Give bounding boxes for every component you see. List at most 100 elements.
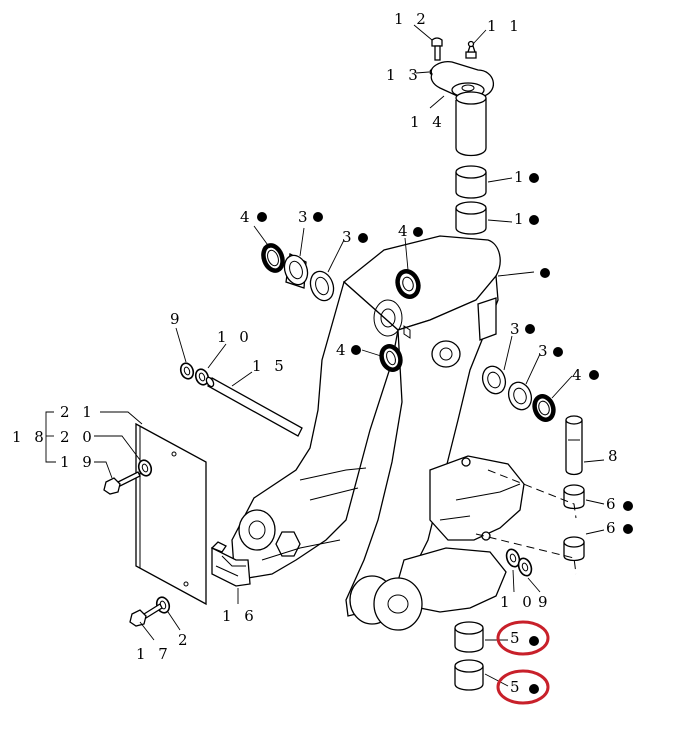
- svg-text:4: 4: [336, 341, 350, 359]
- svg-text:1 9: 1 9: [60, 453, 96, 471]
- callout-6-lower: 6: [606, 519, 633, 537]
- pin-plate-14: [430, 61, 494, 157]
- svg-text:9: 9: [170, 310, 184, 328]
- svg-text:1 6: 1 6: [222, 607, 258, 625]
- seal-4-mid: [379, 344, 403, 372]
- centerline-6-upper: [487, 469, 577, 519]
- marker-dot: [623, 501, 633, 511]
- svg-text:9: 9: [538, 593, 552, 611]
- svg-text:6: 6: [606, 519, 620, 537]
- bushing-5-lower: [454, 659, 484, 691]
- svg-text:2 1: 2 1: [60, 403, 96, 421]
- svg-text:8: 8: [608, 447, 622, 465]
- svg-text:5: 5: [510, 629, 524, 647]
- svg-text:1 5: 1 5: [252, 357, 288, 375]
- highlight-5-upper: [496, 620, 550, 656]
- pin-8: [565, 415, 583, 476]
- svg-text:3: 3: [342, 228, 356, 246]
- clamp-16: [210, 541, 251, 587]
- callout-20: 2 0: [60, 428, 96, 446]
- leader-13: [415, 71, 430, 74]
- hex-nut: [275, 531, 301, 557]
- svg-text:1: 1: [514, 168, 528, 186]
- svg-text:5: 5: [510, 678, 524, 696]
- svg-text:6: 6: [606, 495, 620, 513]
- pin-15: [205, 376, 303, 437]
- svg-text:2 0: 2 0: [60, 428, 96, 446]
- marker-dot: [525, 324, 535, 334]
- callout-1-lower: 1: [514, 210, 539, 228]
- svg-text:1 2: 1 2: [394, 10, 430, 28]
- marker-dot: [529, 684, 539, 694]
- seal-4-left: [261, 243, 285, 273]
- washer-9-right: [517, 557, 533, 577]
- marker-dot: [540, 268, 550, 278]
- bushing-3-right-b: [507, 381, 533, 411]
- svg-text:1 4: 1 4: [410, 113, 446, 131]
- swing-frame: [231, 235, 525, 631]
- callout-3-right-b: 3: [538, 342, 563, 360]
- bolt-17: [129, 603, 163, 627]
- seal-4-top: [395, 269, 421, 299]
- marker-dot: [313, 212, 323, 222]
- svg-text:4: 4: [398, 222, 412, 240]
- callout-9-left: 9: [170, 310, 184, 328]
- cover-plate: [135, 422, 207, 606]
- callout-10-left: 1 0: [217, 328, 253, 346]
- svg-text:3: 3: [538, 342, 552, 360]
- leader-12: [413, 24, 433, 41]
- marker-dot: [358, 233, 368, 243]
- callout-5-lower: 5: [510, 678, 539, 696]
- bracket-18: [45, 411, 56, 463]
- bushing-1-upper: [455, 165, 487, 199]
- marker-dot: [351, 345, 361, 355]
- washer-9-left: [179, 362, 195, 380]
- callout-18: 1 8: [12, 428, 44, 446]
- highlight-5-lower: [496, 669, 550, 705]
- callout-9-right: 9: [538, 593, 552, 611]
- marker-dot: [257, 212, 267, 222]
- callout-14: 1 4: [410, 113, 446, 131]
- callout-4-top: 4: [398, 222, 423, 240]
- callout-12: 1 2: [394, 10, 430, 28]
- svg-text:1 1: 1 1: [487, 17, 523, 35]
- washer-10-left: [194, 368, 210, 386]
- bushing-5-upper: [454, 621, 484, 653]
- bolt-12: [431, 37, 443, 61]
- callout-2: 2: [178, 631, 192, 649]
- svg-text:2: 2: [178, 631, 192, 649]
- washer-10-right: [505, 548, 521, 568]
- callout-3-left-a: 3: [298, 208, 323, 226]
- svg-text:1 0: 1 0: [217, 328, 253, 346]
- callout-1-upper: 1: [514, 168, 539, 186]
- callout-4-left: 4: [240, 208, 267, 226]
- svg-text:4: 4: [240, 208, 254, 226]
- leader-11: [472, 29, 487, 45]
- marker-dot: [589, 370, 599, 380]
- callout-10-right: 1 0: [500, 593, 532, 611]
- grease-nipple-11: [465, 40, 477, 59]
- marker-dot: [623, 524, 633, 534]
- marker-dot: [529, 215, 539, 225]
- seal-4-right: [532, 394, 556, 422]
- svg-text:4: 4: [572, 366, 586, 384]
- marker-dot: [413, 227, 423, 237]
- callout-16: 1 6: [222, 607, 258, 625]
- callout-11: 1 1: [487, 17, 523, 35]
- svg-text:1 3: 1 3: [386, 66, 422, 84]
- svg-text:3: 3: [510, 320, 524, 338]
- marker-dot: [529, 636, 539, 646]
- marker-dot: [529, 173, 539, 183]
- svg-text:3: 3: [298, 208, 312, 226]
- svg-text:1 7: 1 7: [136, 645, 172, 663]
- callout-6-upper: 6: [606, 495, 633, 513]
- marker-dot: [553, 347, 563, 357]
- callout-4-right: 4: [572, 366, 599, 384]
- leader-14: [429, 95, 445, 109]
- callout-15: 1 5: [252, 357, 288, 375]
- callout-17: 1 7: [136, 645, 172, 663]
- bushing-3-right-a: [481, 365, 507, 395]
- bushing-6-lower: [563, 536, 585, 562]
- bushing-3-left-b: [309, 270, 335, 302]
